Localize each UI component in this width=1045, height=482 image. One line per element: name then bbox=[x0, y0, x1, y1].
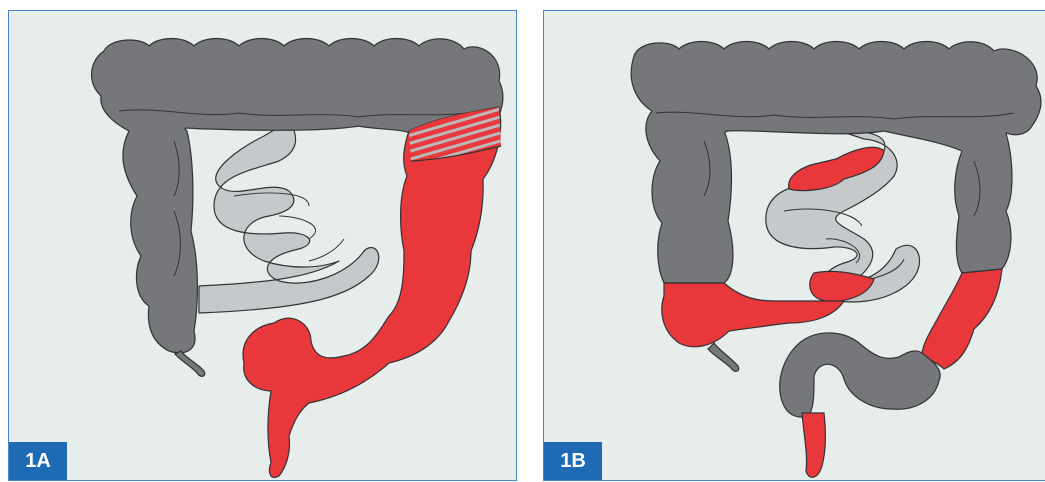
panel-label-1a: 1A bbox=[9, 442, 67, 480]
panel-label-1b: 1B bbox=[544, 442, 602, 480]
panel-1a: 1A bbox=[8, 10, 517, 481]
colon-normal-sigmoid-b bbox=[780, 333, 940, 417]
colon-affected-descending-b bbox=[922, 269, 1002, 369]
colon-diagram-1b bbox=[544, 11, 1045, 481]
appendix-b bbox=[708, 343, 739, 371]
panel-1b: 1B bbox=[543, 10, 1045, 481]
colon-affected-rectum-b bbox=[802, 413, 825, 477]
colon-diagram-1a bbox=[9, 11, 517, 481]
appendix-a bbox=[175, 351, 205, 376]
